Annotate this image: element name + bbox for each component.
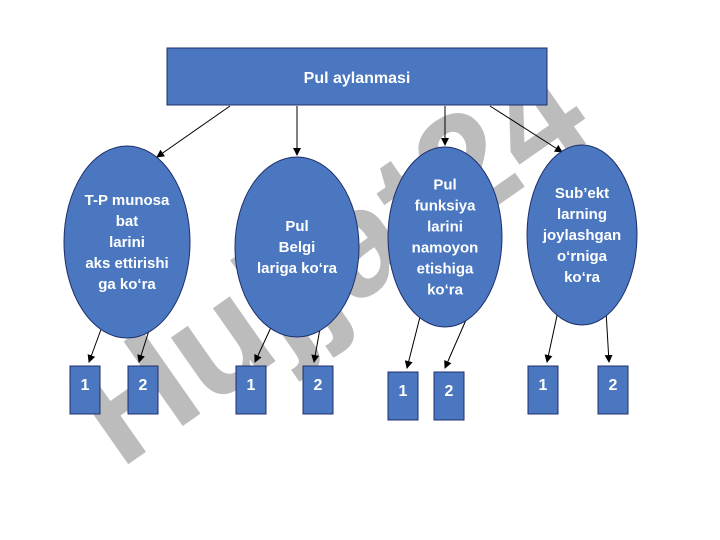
category-3-ellipse [387,146,503,328]
category-4-child-1-box [527,365,559,415]
category-3-child-1-box [387,371,419,421]
category-2-ellipse [234,156,360,338]
category-2-child-1-label: 1 [247,377,256,394]
category-2-child-2-box [302,365,334,415]
root-label: Pul aylanmasi [304,70,411,87]
category-1-child-1-box [69,365,101,415]
connector-category-3-to-child-1 [404,312,422,369]
category-2-child-1-box [235,365,267,415]
connector-category-2-to-child-1 [254,322,274,363]
category-3-child-2-box [433,371,465,421]
connector-category-3-to-child-2 [444,312,470,369]
category-3-child-2-label: 2 [445,383,454,400]
root-box [166,47,548,106]
category-2-child-2-label: 2 [314,377,323,394]
connector-category-1-to-child-1 [87,323,104,363]
category-4-child-2-label: 2 [609,377,618,394]
connector-category-4-to-child-2 [604,310,613,363]
category-1-child-2-label: 2 [139,377,148,394]
connector-category-4-to-child-1 [544,310,559,363]
category-3-child-1-label: 1 [399,383,408,400]
connector-root-to-category-4 [489,105,563,153]
category-1-child-1-label: 1 [81,377,90,394]
category-1-child-2-box [127,365,159,415]
category-1-ellipse [63,145,191,339]
category-4-ellipse [526,144,638,326]
connector-root-to-category-1 [156,105,231,158]
category-4-child-1-label: 1 [539,377,548,394]
category-4-child-2-box [597,365,629,415]
